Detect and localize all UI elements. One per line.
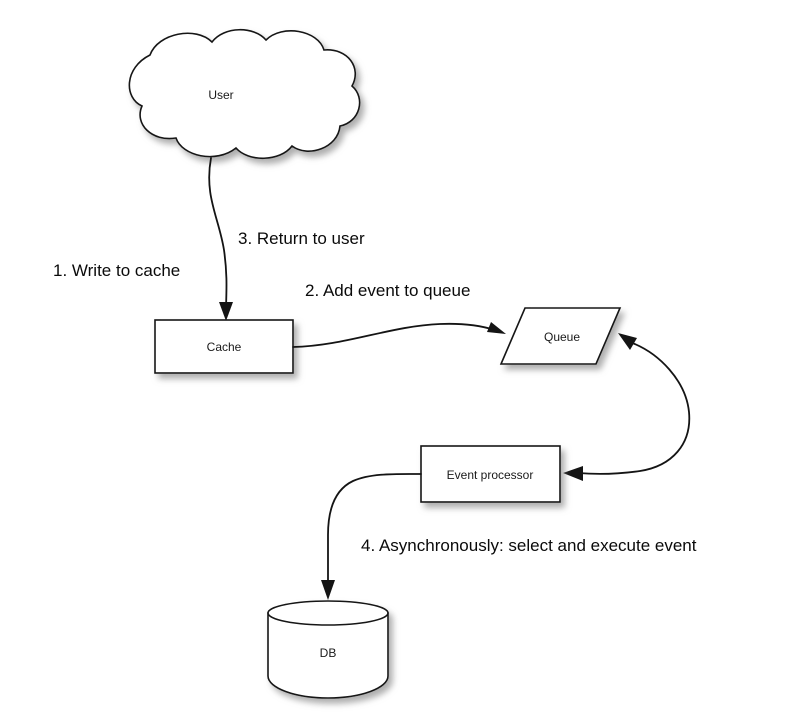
- arrowhead-processor-right: [563, 466, 583, 481]
- edge-cache-to-queue: [292, 322, 506, 348]
- edge-processor-to-db-path: [327, 473, 422, 589]
- node-label-event-processor: Event processor: [447, 468, 534, 482]
- arrowhead-queue-left: [487, 322, 506, 334]
- step-label-2: 2. Add event to queue: [305, 281, 470, 300]
- queue-shape: [499, 307, 622, 365]
- node-cache[interactable]: Cache: [154, 319, 294, 374]
- node-event-processor[interactable]: Event processor: [420, 445, 561, 503]
- node-label-db: DB: [320, 646, 337, 660]
- arrowhead-cache-top: [219, 302, 233, 321]
- arrowhead-db-top: [321, 580, 335, 600]
- db-cylinder-top: [267, 600, 389, 626]
- db-cylinder-body: [267, 612, 389, 699]
- node-db[interactable]: DB: [267, 600, 389, 699]
- node-label-user: User: [208, 88, 233, 102]
- node-label-cache: Cache: [207, 340, 242, 354]
- edge-processor-to-db: [321, 473, 422, 600]
- step-label-1: 1. Write to cache: [53, 261, 180, 280]
- edge-user-to-cache: [208, 157, 233, 321]
- cache-shape: [154, 319, 294, 374]
- node-label-queue: Queue: [544, 330, 580, 344]
- cloud-shape: [128, 29, 361, 159]
- step-label-4: 4. Asynchronously: select and execute ev…: [361, 536, 697, 555]
- node-queue[interactable]: Queue: [499, 307, 622, 365]
- edge-queue-to-processor: [563, 333, 691, 481]
- node-user[interactable]: User: [128, 29, 361, 159]
- edge-user-to-cache-path: [208, 157, 228, 312]
- arrowhead-queue-right: [618, 333, 637, 350]
- edge-queue-to-processor-path: [577, 340, 691, 475]
- edge-cache-to-queue-path: [292, 322, 496, 348]
- step-label-3: 3. Return to user: [238, 229, 365, 248]
